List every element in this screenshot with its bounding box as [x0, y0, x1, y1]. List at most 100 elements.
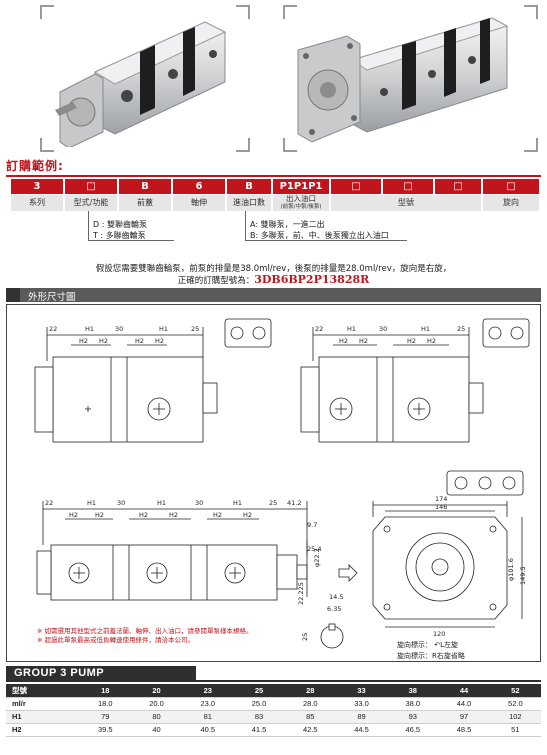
- dim-145: 14.5: [329, 593, 343, 601]
- table-header: 44: [438, 684, 490, 698]
- order-example-title: 訂購範例:: [6, 159, 64, 173]
- dim-254: 25.4: [307, 545, 321, 553]
- table-cell: H2: [6, 723, 80, 737]
- dim-h1-a: H1: [85, 325, 94, 333]
- dim-30: 30: [115, 325, 123, 333]
- rotation-right: 旋向標示：R右旋省略: [397, 652, 465, 660]
- table-cell: 41.5: [233, 723, 285, 737]
- function-notes: D : 雙聯齒輪泵 T : 多聯齒輪泵: [88, 211, 174, 241]
- label-series: 系列: [11, 195, 63, 211]
- label-front-cover: 前蓋: [119, 195, 171, 211]
- dim-h2-rc: H2: [407, 337, 416, 345]
- code-series: 3: [11, 179, 63, 194]
- dim-t-h2-e: H2: [213, 511, 222, 519]
- code-model-1: □: [331, 179, 381, 194]
- table-header: 25: [233, 684, 285, 698]
- example-line-1: 假設您需要雙聯齒輪泵，前泵的排量是38.0ml/rev，後泵的排量是28.0ml…: [95, 264, 452, 274]
- dim-97: 9.7: [307, 521, 317, 529]
- dim-t-30-b: 30: [195, 499, 203, 507]
- label-ports: 出入油口 (前泵/中泵/後泵): [273, 195, 329, 211]
- left-rotation-icon: ↶: [434, 641, 441, 649]
- table-cell: 39.5: [79, 723, 131, 737]
- red-note-1: ※ 如需選用其他型式之前蓋法蘭、軸伸、出入油口，請參閱單泵樣本規格。: [37, 627, 253, 635]
- dim-22-r: 22: [315, 325, 323, 333]
- table-cell: 97: [438, 710, 490, 724]
- dim-h2-d: H2: [155, 337, 164, 345]
- group-header-line: [6, 680, 541, 682]
- dim-t-h2-f: H2: [243, 511, 252, 519]
- dim-t-h1-c: H1: [233, 499, 242, 507]
- code-type: □: [65, 179, 117, 194]
- label-rotation: 旋向: [483, 195, 539, 211]
- table-cell: 42.5: [284, 723, 336, 737]
- rotation-left: 旋向標示： ↶L左旋: [397, 640, 537, 651]
- dim-h2-b: H2: [99, 337, 108, 345]
- table-cell: H1: [6, 710, 80, 724]
- dim-h2-a: H2: [79, 337, 88, 345]
- section-header: 外形尺寸圖: [6, 288, 541, 303]
- table-cell: 93: [387, 710, 439, 724]
- dim-146: 146: [435, 503, 447, 511]
- dim-25: 25: [191, 325, 199, 333]
- dim-t-h2-a: H2: [69, 511, 78, 519]
- spec-table: 型號 18 20 23 25 28 33 38 44 52 ml/r 18.0 …: [6, 684, 541, 737]
- label-inlet: 進油口數: [227, 195, 271, 211]
- code-rotation: □: [483, 179, 539, 194]
- dim-t-h1-b: H1: [157, 499, 166, 507]
- code-front-cover: B: [119, 179, 171, 194]
- dim-h2-c: H2: [135, 337, 144, 345]
- double-pump-image: [55, 21, 227, 147]
- table-cell: 23.0: [182, 697, 234, 711]
- corner-bracket: [236, 5, 250, 19]
- title-underline: [6, 175, 541, 177]
- dim-30-r: 30: [379, 325, 387, 333]
- corner-bracket: [283, 5, 297, 19]
- dimension-drawing: 22 H1 30 H1 25 H2 H2 H2 H2 22 H1 30 H1 2…: [6, 304, 541, 662]
- dim-h2-rb: H2: [359, 337, 368, 345]
- red-notes: ※ 如需選用其他型式之前蓋法蘭、軸伸、出入油口，請參閱單泵樣本規格。 ※ 超過此…: [37, 627, 297, 645]
- label-shaft: 軸伸: [173, 195, 225, 211]
- table-header: 52: [489, 684, 541, 698]
- inlet-notes: A: 雙聯泵，一進二出 B: 多聯泵，前、中、後泵獨立出入油口: [245, 211, 407, 241]
- table-cell: ml/r: [6, 697, 80, 711]
- corner-bracket: [524, 138, 538, 152]
- table-cell: 38.0: [387, 697, 439, 711]
- dim-t-412: 41.2: [287, 499, 301, 507]
- group-header-bg: [6, 666, 196, 682]
- dim-1495: 149.5: [519, 566, 527, 585]
- table-cell: 102: [489, 710, 541, 724]
- dim-25-shaft: 25: [301, 633, 309, 641]
- table-header: 20: [130, 684, 183, 698]
- table-header: 38: [387, 684, 439, 698]
- dim-174: 174: [435, 495, 447, 503]
- table-header: 33: [335, 684, 388, 698]
- dim-t-h2-c: H2: [139, 511, 148, 519]
- code-shaft: 6: [173, 179, 225, 194]
- code-model-3: □: [435, 179, 481, 194]
- table-cell: 51: [489, 723, 541, 737]
- table-cell: 44.5: [335, 723, 388, 737]
- corner-bracket: [524, 5, 538, 19]
- table-header: 18: [79, 684, 131, 698]
- dim-t-22: 22: [45, 499, 53, 507]
- table-header: 28: [284, 684, 336, 698]
- table-header: 23: [182, 684, 234, 698]
- dim-h1-rb: H1: [421, 325, 430, 333]
- table-cell: 20.0: [130, 697, 183, 711]
- dim-120: 120: [433, 630, 445, 638]
- section-title: 外形尺寸圖: [28, 292, 76, 303]
- dim-t-h2-d: H2: [169, 511, 178, 519]
- dim-t-25: 25: [269, 499, 277, 507]
- table-cell: 52.0: [489, 697, 541, 711]
- dim-635: 6.35: [327, 605, 341, 613]
- code-model-2: □: [383, 179, 433, 194]
- table-cell: 85: [284, 710, 336, 724]
- dim-h2-ra: H2: [339, 337, 348, 345]
- table-cell: 40: [130, 723, 183, 737]
- corner-bracket: [283, 138, 297, 152]
- dim-22225: 22.225: [297, 582, 305, 605]
- example-model-code: 3DB6BP2P13828R: [254, 273, 370, 286]
- example-prefix: 正確的訂購型號為：: [177, 276, 255, 286]
- red-note-2: ※ 超過此單泵最高或低負轉速使用條件，請洽本公司。: [37, 636, 195, 644]
- group-header: GROUP 3 PUMP: [6, 666, 541, 682]
